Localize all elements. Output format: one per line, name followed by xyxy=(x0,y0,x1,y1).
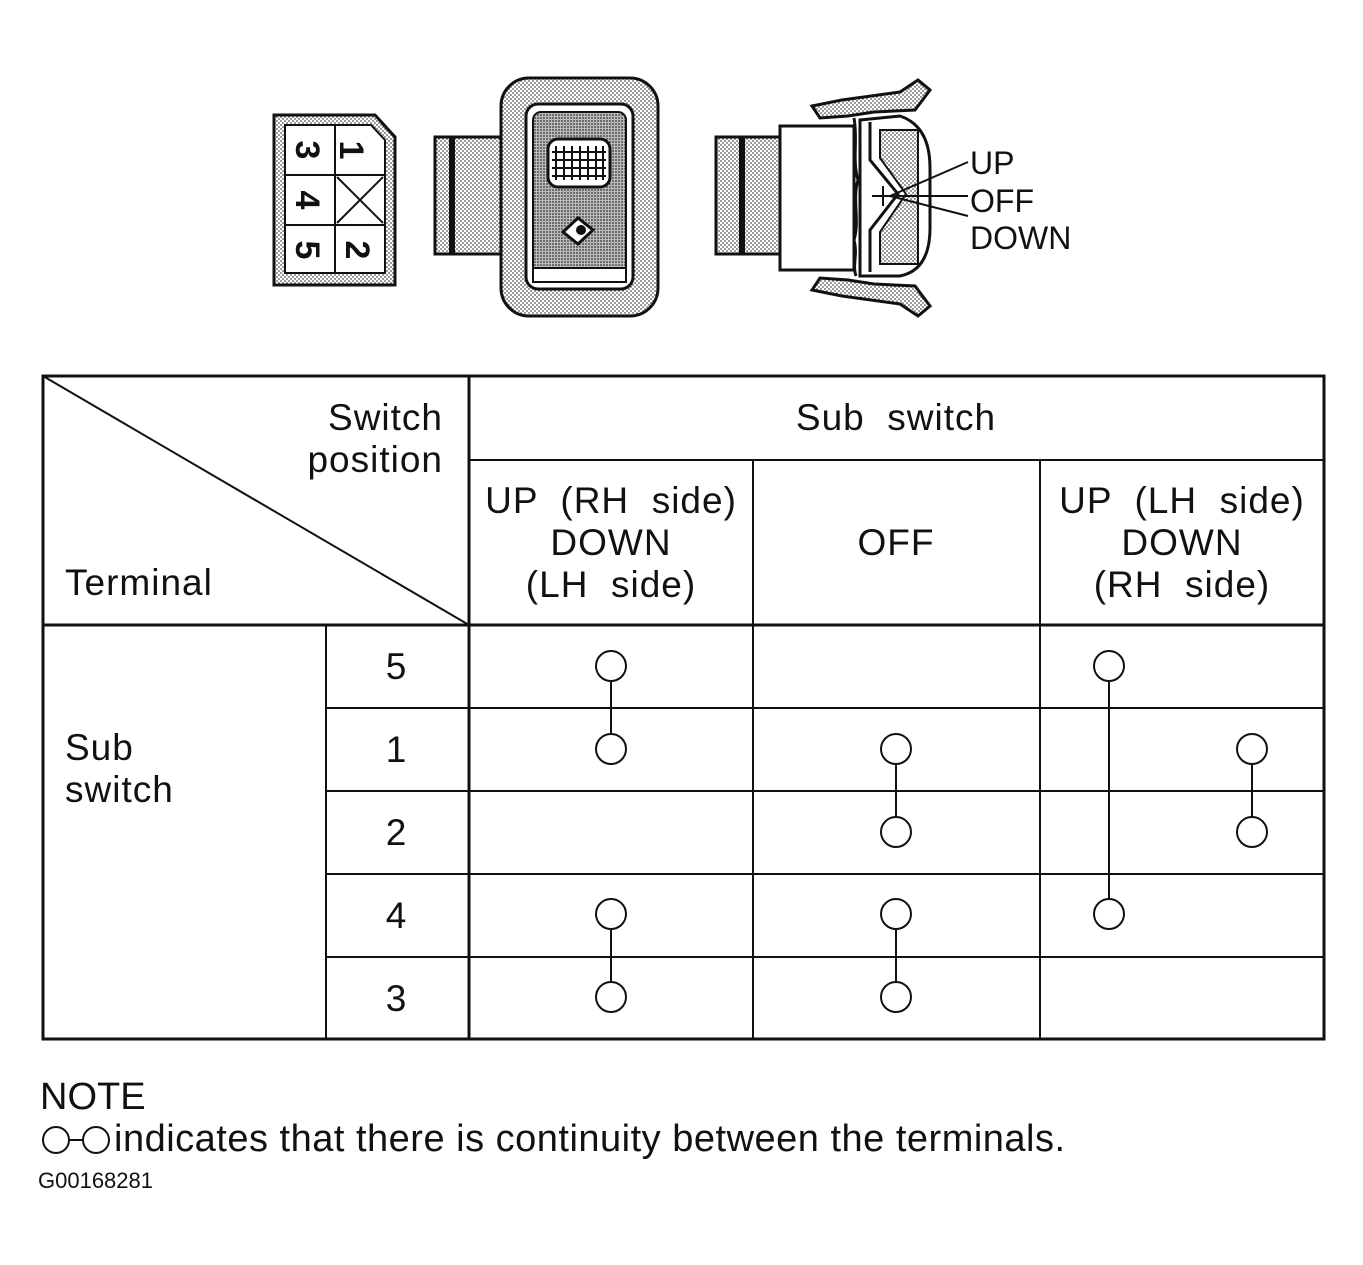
column-2-header: OFF xyxy=(858,522,935,563)
position-up-label: UP xyxy=(970,145,1014,181)
terminal-continuity-marker xyxy=(595,650,627,682)
group-header: Sub switch xyxy=(796,397,996,438)
figure-id: G00168281 xyxy=(38,1168,153,1193)
continuity-marks xyxy=(595,650,1268,1013)
note-title: NOTE xyxy=(40,1076,146,1118)
terminal-continuity-marker xyxy=(595,981,627,1013)
terminal-row-label: 4 xyxy=(386,895,407,936)
pin-label-3: 3 xyxy=(288,141,326,160)
corner-diagonal xyxy=(42,375,470,626)
corner-header-line2: position xyxy=(307,439,443,480)
terminal-continuity-marker xyxy=(1093,650,1125,682)
terminal-continuity-marker xyxy=(880,816,912,848)
position-off-label: OFF xyxy=(970,183,1034,219)
note-text: indicates that there is continuity betwe… xyxy=(114,1118,1066,1160)
terminal-row-label: 5 xyxy=(386,646,407,687)
column-3-header-line3: (RH side) xyxy=(1094,564,1271,605)
terminal-continuity-marker xyxy=(1236,816,1268,848)
terminal-row-label: 2 xyxy=(386,812,407,853)
connector-face: 1 3 4 5 2 xyxy=(272,113,397,287)
position-down-label: DOWN xyxy=(970,220,1071,256)
terminal-continuity-marker xyxy=(595,733,627,765)
terminal-continuity-marker xyxy=(1236,733,1268,765)
terminal-continuity-marker xyxy=(880,898,912,930)
note: NOTE indicates that there is continuity … xyxy=(40,1076,1066,1160)
column-3-header-line2: DOWN xyxy=(1121,522,1242,563)
column-1-header-line3: (LH side) xyxy=(526,564,696,605)
terminal-continuity-marker xyxy=(880,981,912,1013)
switch-side-view: UP OFF DOWN xyxy=(714,78,1071,318)
pin-label-5: 5 xyxy=(288,241,326,260)
column-3-header-line1: UP (LH side) xyxy=(1059,480,1305,521)
terminal-continuity-marker xyxy=(595,898,627,930)
pin-label-2: 2 xyxy=(338,241,376,260)
row-group-label-line1: Sub xyxy=(65,727,134,768)
corner-header-terminal: Terminal xyxy=(65,562,213,603)
terminal-continuity-marker xyxy=(880,733,912,765)
terminal-continuity-marker xyxy=(1093,898,1125,930)
switch-front-view xyxy=(433,76,660,318)
pin-label-1: 1 xyxy=(332,141,370,160)
row-group-label-line2: switch xyxy=(65,769,174,810)
continuity-symbol xyxy=(42,1126,110,1154)
pin-label-4: 4 xyxy=(288,191,326,210)
terminal-row-label: 1 xyxy=(386,729,407,770)
column-1-header-line1: UP (RH side) xyxy=(485,480,737,521)
corner-header-line1: Switch xyxy=(328,397,443,438)
terminal-row-label: 3 xyxy=(386,978,407,1019)
continuity-table: Switch position Terminal Sub switch UP (… xyxy=(41,374,1326,1041)
column-1-header-line2: DOWN xyxy=(550,522,671,563)
